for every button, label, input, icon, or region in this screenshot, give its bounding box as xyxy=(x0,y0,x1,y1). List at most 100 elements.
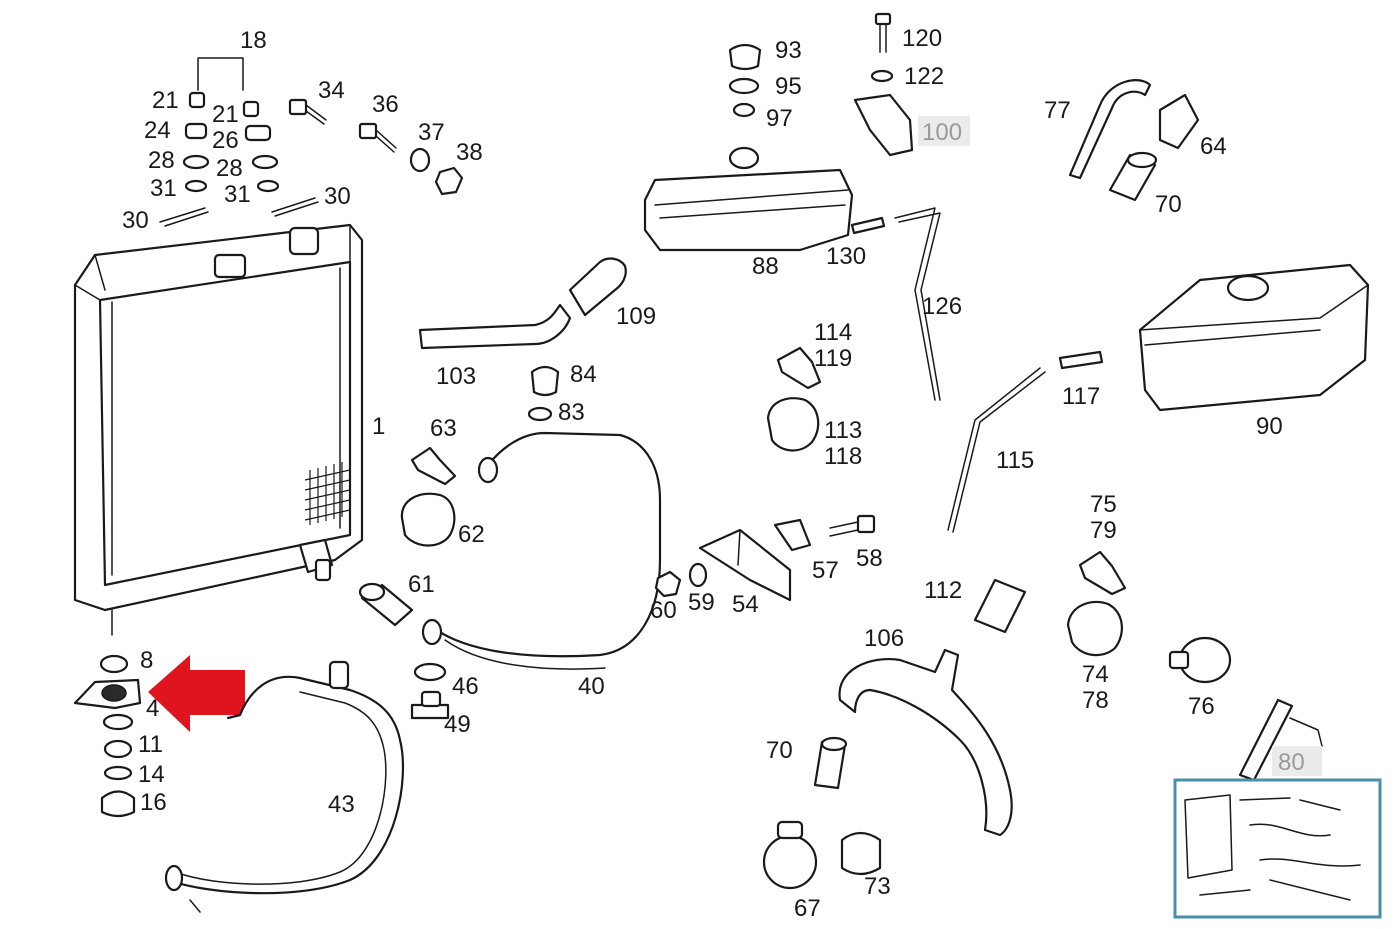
tank-88 xyxy=(643,43,854,252)
label-43: 43 xyxy=(328,791,355,818)
label-80: 80 xyxy=(1278,749,1305,776)
parts-74-79 xyxy=(1066,550,1232,684)
parts-113-119 xyxy=(766,346,822,452)
label-16: 16 xyxy=(140,789,167,816)
label-28a: 28 xyxy=(148,147,175,174)
label-59: 59 xyxy=(688,589,715,616)
label-40: 40 xyxy=(578,673,605,700)
label-115: 115 xyxy=(996,447,1034,474)
label-80-highlight xyxy=(1272,746,1322,776)
parts-67-73 xyxy=(762,736,882,890)
part-18-bracket xyxy=(197,57,244,91)
label-114: 114 xyxy=(814,319,852,346)
label-62: 62 xyxy=(458,521,485,548)
part-36-bolt xyxy=(358,122,397,153)
label-84: 84 xyxy=(570,361,597,388)
label-1: 1 xyxy=(372,413,385,440)
label-88: 88 xyxy=(752,253,779,280)
label-109: 109 xyxy=(616,303,656,330)
label-70a: 70 xyxy=(1155,191,1182,218)
label-4: 4 xyxy=(146,695,159,722)
label-130: 130 xyxy=(826,243,866,270)
label-54: 54 xyxy=(732,591,759,618)
hose-109 xyxy=(568,257,627,317)
label-31b: 31 xyxy=(224,181,251,208)
label-67: 67 xyxy=(794,895,821,922)
label-73: 73 xyxy=(864,873,891,900)
label-122: 122 xyxy=(904,63,944,90)
hose-43 xyxy=(164,660,405,913)
parts-106-112 xyxy=(838,578,1027,837)
label-79: 79 xyxy=(1090,517,1117,544)
label-8: 8 xyxy=(140,647,153,674)
label-63: 63 xyxy=(430,415,457,442)
label-74: 74 xyxy=(1082,661,1109,688)
pipes-115-117 xyxy=(947,350,1104,533)
label-36: 36 xyxy=(372,91,399,118)
red-arrow-left-icon xyxy=(148,655,245,732)
label-11: 11 xyxy=(138,731,163,758)
label-119: 119 xyxy=(814,345,852,372)
tank-90 xyxy=(1138,263,1370,412)
label-112: 112 xyxy=(924,577,962,604)
label-37: 37 xyxy=(418,119,445,146)
label-60: 60 xyxy=(650,597,677,624)
label-26: 26 xyxy=(212,127,239,154)
label-93: 93 xyxy=(775,37,802,64)
label-113: 113 xyxy=(824,417,862,444)
label-21b: 21 xyxy=(212,101,239,128)
parts-83-84 xyxy=(527,365,560,422)
overview-thumbnail[interactable] xyxy=(1173,778,1382,919)
label-95: 95 xyxy=(775,73,802,100)
label-106: 106 xyxy=(864,625,904,652)
label-75: 75 xyxy=(1090,491,1117,518)
part-34-bolt xyxy=(288,98,327,125)
label-126: 126 xyxy=(922,293,962,320)
label-83: 83 xyxy=(558,399,585,426)
label-77: 77 xyxy=(1044,97,1071,124)
label-90: 90 xyxy=(1256,413,1283,440)
parts-62-63 xyxy=(400,446,457,547)
pipe-80 xyxy=(1238,698,1323,782)
label-28b: 28 xyxy=(216,155,243,182)
label-21a: 21 xyxy=(152,87,179,114)
label-61: 61 xyxy=(408,571,435,598)
parts-54-60 xyxy=(654,514,876,602)
label-24: 24 xyxy=(144,117,171,144)
parts-46-49 xyxy=(410,662,450,720)
label-49: 49 xyxy=(444,711,471,738)
pipes-126-130 xyxy=(850,207,941,401)
label-30b: 30 xyxy=(324,183,351,210)
parts-64-70-77 xyxy=(1068,79,1200,202)
upper-fittings xyxy=(159,57,464,227)
label-18: 18 xyxy=(240,27,267,54)
label-57: 57 xyxy=(812,557,839,584)
label-34: 34 xyxy=(318,77,345,104)
label-38: 38 xyxy=(456,139,483,166)
lower-mount-stack xyxy=(73,654,142,818)
label-76: 76 xyxy=(1188,693,1215,720)
label-117: 117 xyxy=(1062,383,1100,410)
part-58-bolt xyxy=(829,514,876,537)
label-78: 78 xyxy=(1082,687,1109,714)
part-labels: 18 21 21 24 26 28 28 31 31 30 30 34 36 3… xyxy=(122,25,1305,922)
radiator-core-mesh xyxy=(304,462,351,525)
label-100: 100 xyxy=(922,119,962,146)
part-61 xyxy=(358,582,414,627)
label-70b: 70 xyxy=(766,737,793,764)
label-97: 97 xyxy=(766,105,793,132)
label-100-highlight xyxy=(918,116,970,146)
label-120: 120 xyxy=(902,25,942,52)
label-31a: 31 xyxy=(150,175,177,202)
label-118: 118 xyxy=(824,443,862,470)
label-46: 46 xyxy=(452,673,479,700)
label-14: 14 xyxy=(138,761,165,788)
parts-100-122 xyxy=(853,12,914,157)
label-30a: 30 xyxy=(122,207,149,234)
hose-103 xyxy=(418,303,572,350)
hose-40 xyxy=(421,431,662,670)
radiator xyxy=(73,223,364,636)
label-103: 103 xyxy=(436,363,476,390)
label-64: 64 xyxy=(1200,133,1227,160)
